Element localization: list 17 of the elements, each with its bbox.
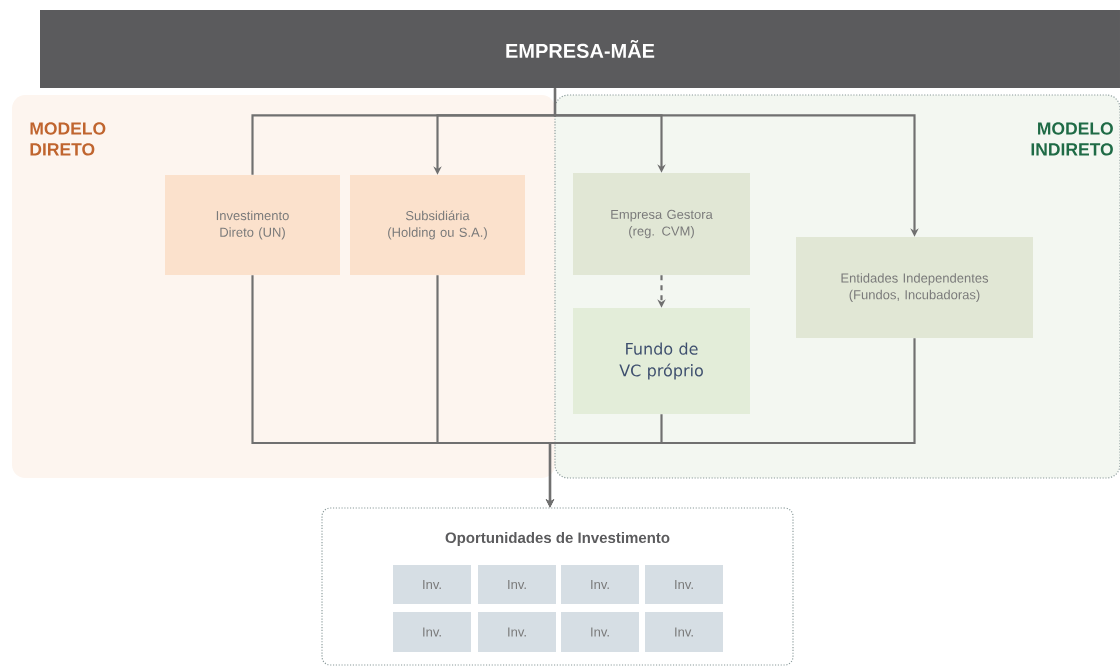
investment-cell: Inv. (393, 565, 471, 604)
investment-cell: Inv. (478, 612, 556, 652)
group-title: Oportunidades de Investimento (445, 532, 670, 546)
investment-cell: Inv. (478, 565, 556, 604)
investment-cell: Inv. (645, 565, 723, 604)
investment-cell: Inv. (561, 612, 639, 652)
region-title: MODELO DIRETO (30, 122, 106, 156)
investment-cell: Inv. (561, 565, 639, 604)
investment-cell: Inv. (393, 612, 471, 652)
entity-box: Investimento Direto (UN) (165, 175, 340, 275)
header-bar: EMPRESA-MÃE (40, 10, 1120, 88)
region-title: MODELO INDIRETO (1031, 122, 1113, 156)
entity-box: Entidades Independentes (Fundos, Incubadoras) (796, 237, 1033, 338)
entity-box: Empresa Gestora (reg. CVM) (573, 173, 750, 275)
entity-box: Fundo de VC próprio (573, 308, 750, 414)
entity-box: Subsidiária (Holding ou S.A.) (350, 175, 525, 275)
investment-cell: Inv. (645, 612, 723, 652)
